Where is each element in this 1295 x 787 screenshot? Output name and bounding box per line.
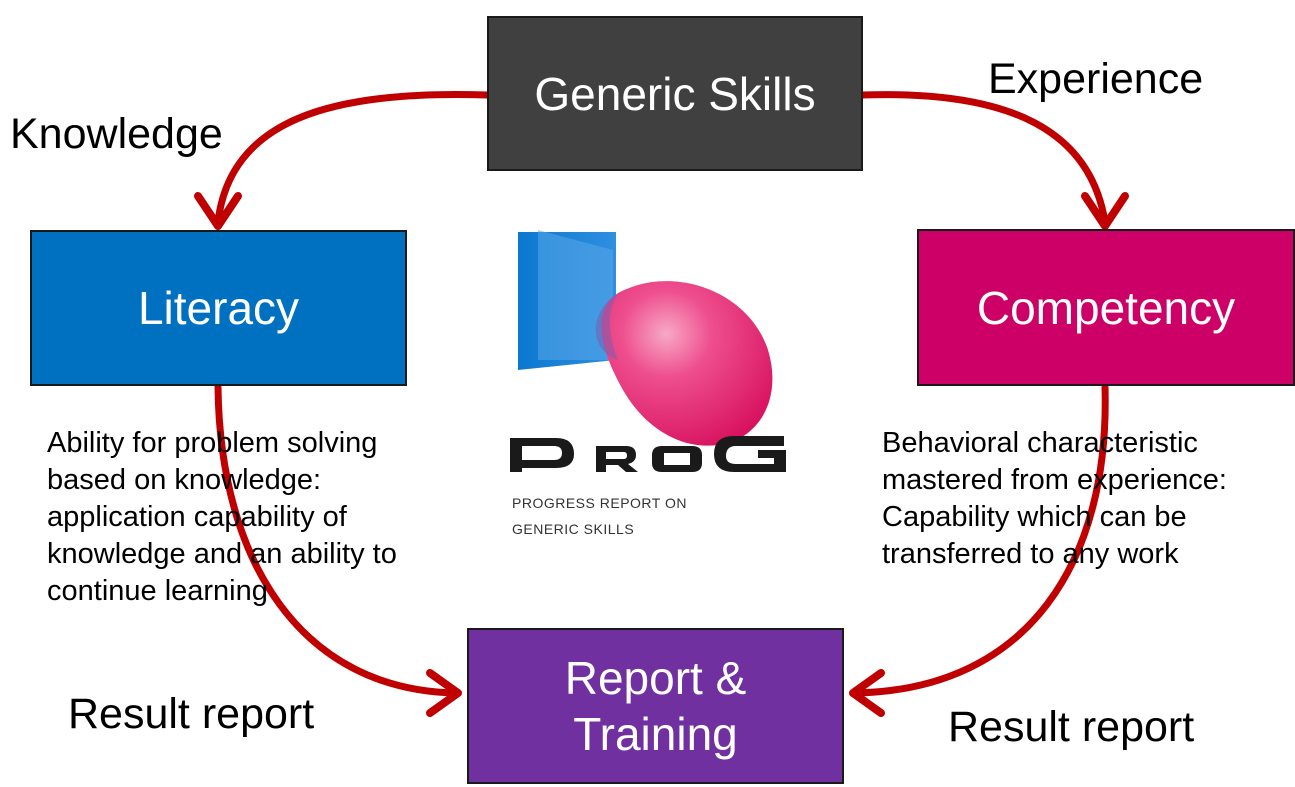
logo-wordmark-graphic — [510, 436, 786, 472]
generic-skills-label: Generic Skills — [534, 67, 816, 120]
result-report-left-label: Result report — [68, 690, 315, 738]
competency-description: Behavioral characteristic mastered from … — [882, 427, 1227, 570]
arrow-generic-to-literacy — [214, 91, 491, 226]
literacy-box: Literacy — [30, 230, 407, 386]
competency-label: Competency — [976, 281, 1236, 334]
prog-logo: PROGRESS REPORT ON GENERIC SKILLS — [478, 210, 833, 580]
arrow-literacy-to-report — [214, 383, 460, 697]
logo-blue-panel-light — [538, 230, 613, 360]
report-training-box: Report & Training — [467, 628, 844, 784]
prog-logo-graphic: PROGRESS REPORT ON GENERIC SKILLS — [510, 230, 786, 537]
literacy-description: Ability for problem solving based on kno… — [47, 427, 397, 607]
literacy-label: Literacy — [137, 282, 300, 334]
generic-skills-box: Generic Skills — [487, 16, 863, 171]
logo-pink-blob — [601, 281, 773, 446]
logo-tagline-line1: PROGRESS REPORT ON — [512, 495, 687, 511]
arrowhead-report-left — [426, 669, 462, 717]
arrow-competency-to-report — [851, 383, 1109, 697]
experience-label: Experience — [988, 55, 1204, 103]
arrowhead-literacy — [194, 192, 242, 230]
competency-box: Competency — [917, 229, 1295, 386]
arrowhead-competency — [1081, 192, 1129, 230]
arrow-generic-to-competency — [858, 91, 1109, 226]
knowledge-label: Knowledge — [10, 110, 223, 158]
logo-tagline-line2: GENERIC SKILLS — [512, 521, 634, 537]
result-report-right-label: Result report — [948, 703, 1195, 751]
report-training-label: Report & Training — [564, 652, 747, 760]
arrowhead-report-right — [849, 669, 885, 717]
